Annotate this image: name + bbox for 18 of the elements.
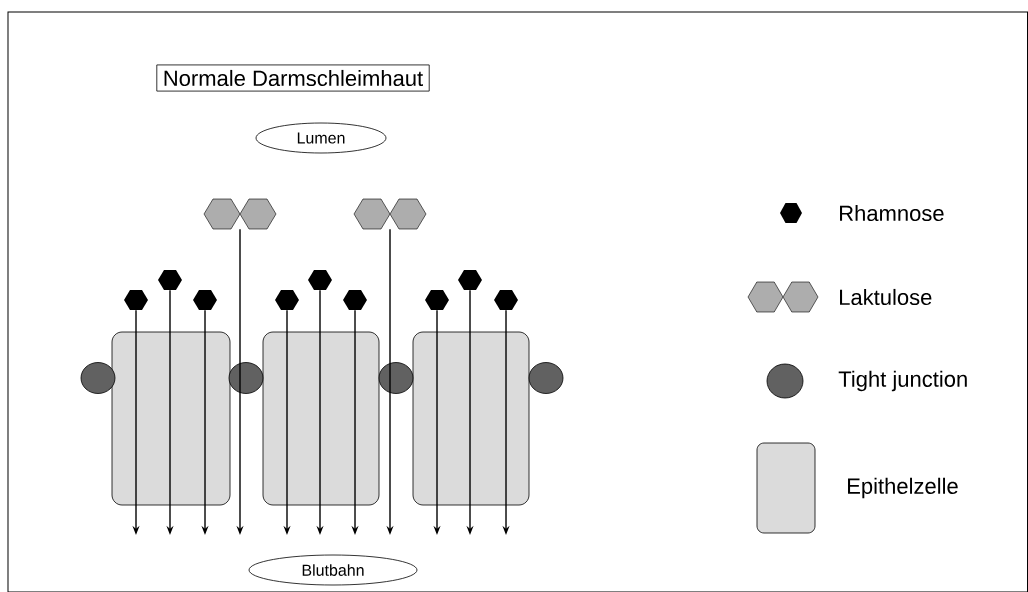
legend-label: Epithelzelle [848, 477, 958, 499]
lactulose-hexagons [203, 198, 277, 230]
title-box: Normale Darmschleimhaut [156, 64, 430, 92]
legend-label: Tight junction [838, 370, 967, 392]
rhamnose-hexagon [158, 270, 182, 290]
rhamnose-hexagon [124, 290, 148, 310]
rhamnose-hexagon [193, 290, 217, 310]
rhamnose-hexagon [425, 290, 449, 310]
ellipse-label: Blutbahn [248, 554, 418, 586]
legend-label: Laktulose [840, 288, 932, 306]
lactulose-hexagons [353, 198, 427, 230]
ellipse-label: Lumen [255, 122, 387, 154]
rhamnose-hexagon [275, 290, 299, 310]
rhamnose-hexagon [494, 290, 518, 310]
rhamnose-hexagon [308, 270, 332, 290]
legend-label: Rhamnose [840, 204, 944, 222]
rhamnose-hexagon [343, 290, 367, 310]
rhamnose-hexagon [458, 270, 482, 290]
